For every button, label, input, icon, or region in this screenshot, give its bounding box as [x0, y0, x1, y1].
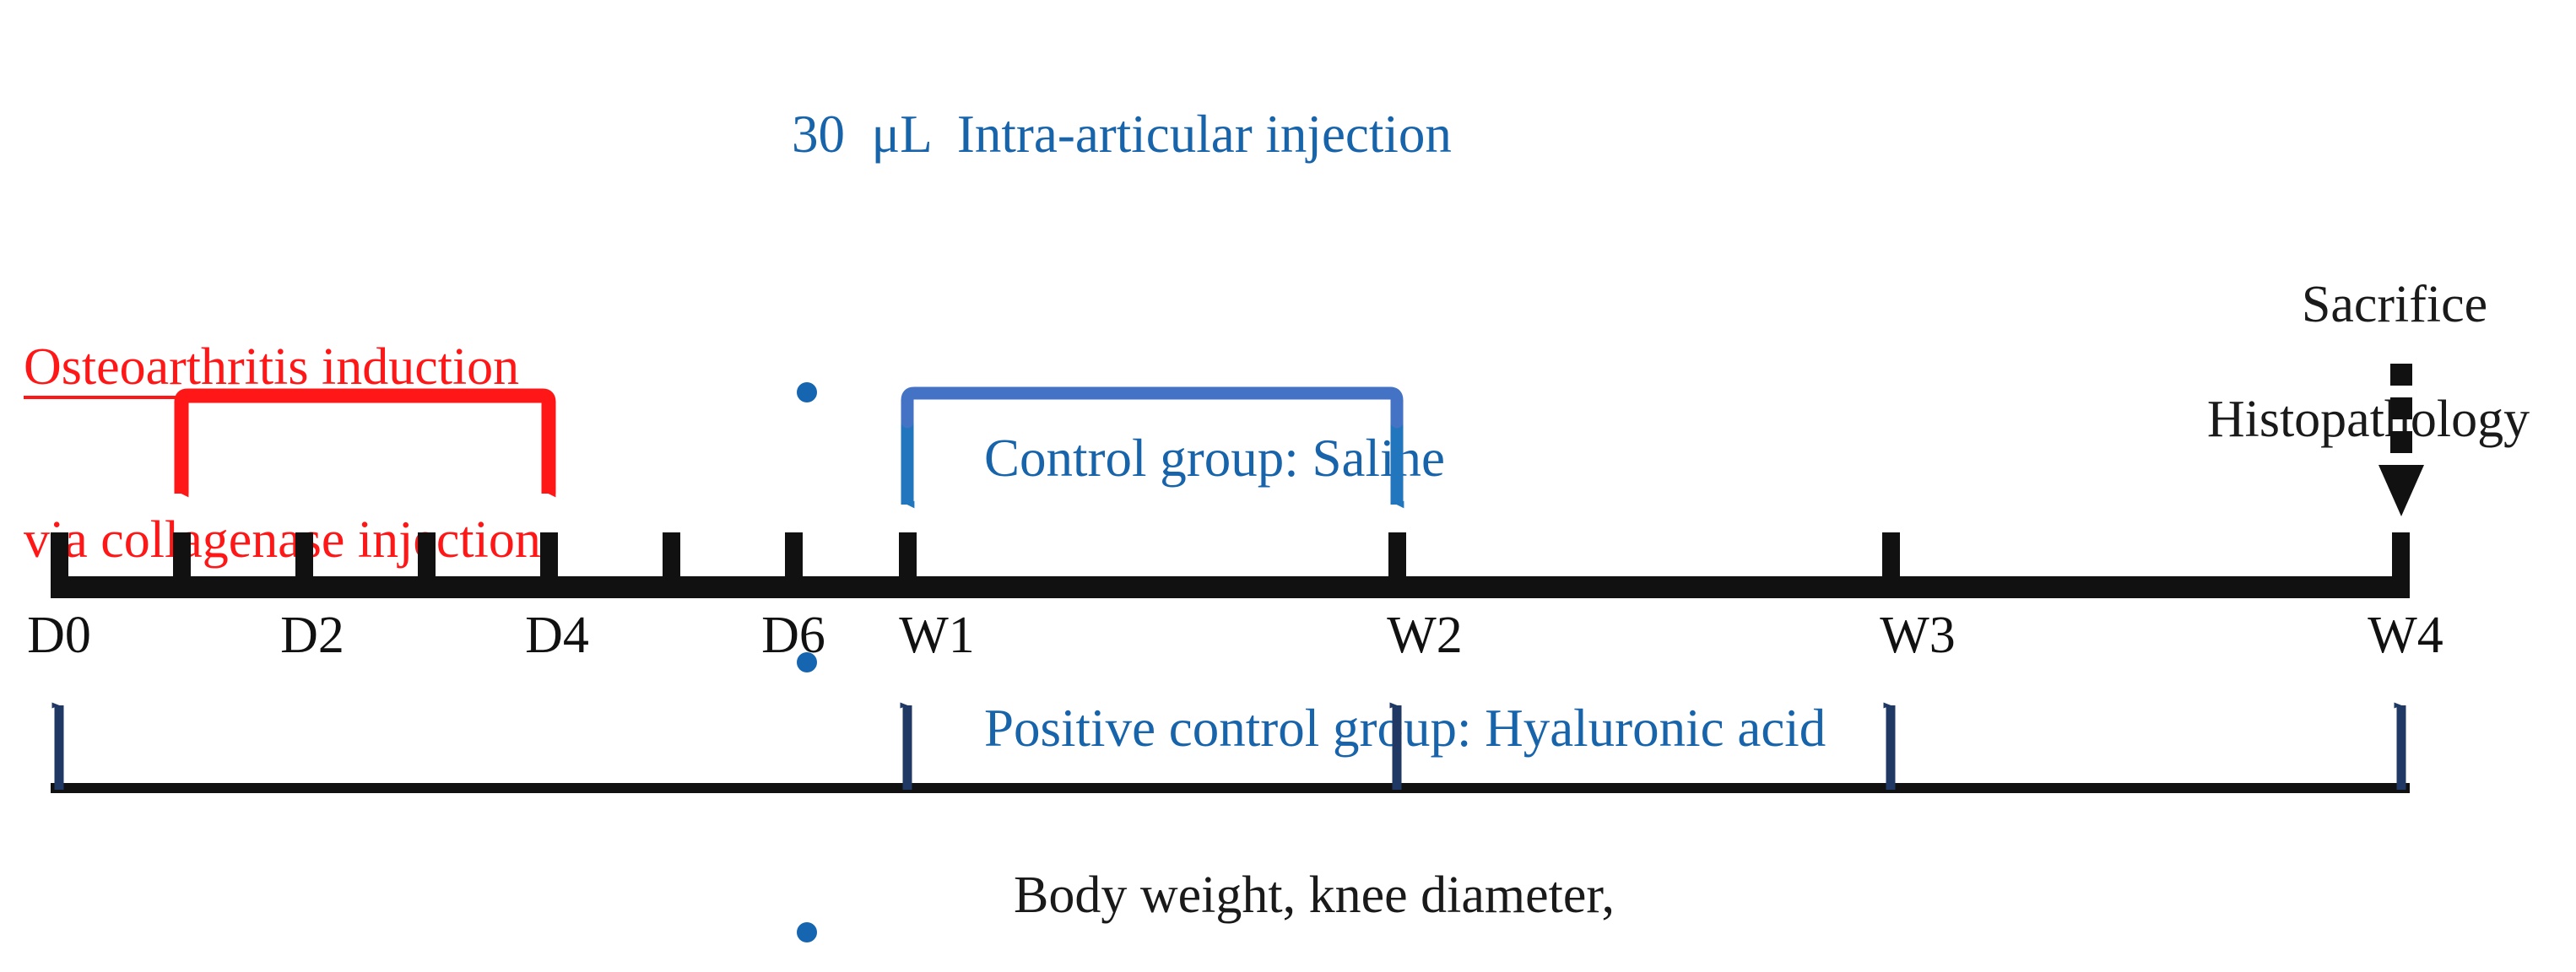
sacrifice-arrow: [2378, 364, 2424, 516]
axis-line: [51, 576, 2410, 598]
axis-label-d6: D6: [761, 607, 825, 664]
axis-label-w1: W1: [899, 607, 975, 664]
dash-segment: [2390, 397, 2412, 419]
injection-bracket: [901, 386, 1404, 509]
bullet-icon: [797, 381, 817, 402]
injection-group-positive-control-label: Positive control group: Hyaluronic acid: [984, 699, 1826, 758]
axis-label-w4: W4: [2368, 607, 2443, 664]
injection-header: 30 μL Intra-articular injection: [792, 105, 1452, 164]
induction-bracket: [174, 388, 556, 498]
dash-segment: [2390, 431, 2412, 453]
axis-label-d4: D4: [525, 607, 589, 664]
measurement-baseline: [51, 783, 2410, 793]
measurements-caption: Body weight, knee diameter, weight beari…: [0, 817, 2576, 972]
axis-label-d2: D2: [280, 607, 344, 664]
axis-label-w2: W2: [1387, 607, 1463, 664]
sacrifice-label-line1: Sacrifice: [2301, 276, 2488, 333]
axis-tick-w4: [2392, 532, 2410, 580]
axis-tick-d6: [785, 532, 803, 580]
bullet-icon: [797, 651, 817, 672]
axis-tick-d5: [663, 532, 680, 580]
axis-tick-d2: [295, 532, 313, 580]
axis-tick-d4: [540, 532, 558, 580]
axis-tick-d1: [173, 532, 191, 580]
injection-bracket-top: [901, 386, 1404, 429]
injection-group-control-label: Control group: Saline: [984, 429, 1445, 488]
axis-label-w3: W3: [1880, 607, 1956, 664]
injection-group-control: Control group: Saline: [792, 379, 2142, 538]
injection-group-list: Control group: Saline Positive control g…: [792, 273, 2142, 972]
induction-label-line2: via collagenase injection: [24, 511, 541, 569]
time-axis: [51, 532, 2410, 598]
measurements-line1: Body weight, knee diameter,: [1013, 867, 1615, 924]
axis-tick-d0: [51, 532, 68, 580]
injection-group-positive-control: Positive control group: Hyaluronic acid: [792, 649, 2142, 808]
axis-tick-w1: [899, 532, 917, 580]
axis-tick-w3: [1882, 532, 1900, 580]
induction-bracket-top: [174, 388, 556, 418]
bullet-icon: [797, 921, 817, 942]
axis-tick-w2: [1388, 532, 1406, 580]
dash-segment: [2390, 364, 2412, 386]
axis-tick-d3: [418, 532, 436, 580]
sacrifice-arrowhead: [2378, 465, 2424, 516]
sacrifice-label-line2: Histopathology: [2206, 391, 2530, 448]
measurement-bracket: [51, 702, 2410, 793]
sacrifice-annotation: Sacrifice Histopathology: [2161, 226, 2576, 550]
injection-annotation: 30 μL Intra-articular injection Control …: [792, 2, 2142, 972]
axis-label-d0: D0: [27, 607, 91, 664]
